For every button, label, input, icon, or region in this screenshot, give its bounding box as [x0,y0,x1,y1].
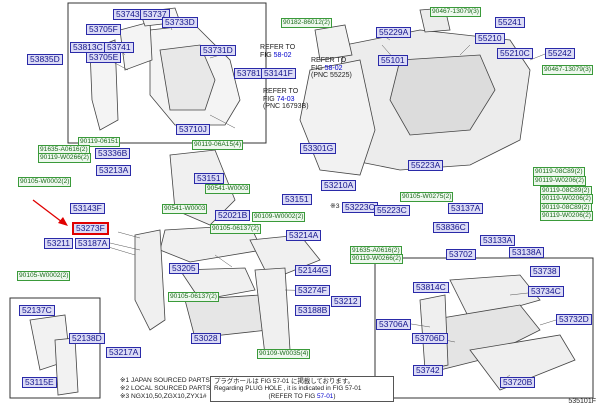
callout-53213a[interactable]: 53213A [96,165,132,176]
callout-53212[interactable]: 53212 [331,296,361,307]
callout-53720b[interactable]: 53720B [500,377,536,388]
hw-90541-w0003-b[interactable]: 90541-W0003 [162,204,208,214]
callout-53143f[interactable]: 53143F [70,203,105,214]
callout-53214a[interactable]: 53214A [286,230,322,241]
note-japan-sourced: ※1 JAPAN SOURCED PARTS [120,377,210,384]
hw-90105-w0002-a[interactable]: 90105-W0002(2) [18,177,72,187]
callout-53738[interactable]: 53738 [530,266,560,277]
fig-link-58-02-a[interactable]: 58-02 [273,51,292,59]
callout-55241[interactable]: 55241 [495,17,525,28]
plug-hole-note-jp: プラグホールは FIG 57-01 に掲載しております。 [214,378,354,385]
plug-hole-ref: (REFER TO FIG 57-01) [268,392,336,400]
callout-55229a[interactable]: 55229A [376,27,412,38]
callout-55210c[interactable]: 55210C [497,48,533,59]
bracket-parts [29,314,79,396]
fig-link-57-01[interactable]: 57-01 [316,392,334,400]
hw-90119-w0206-c[interactable]: 90119-W0206(2) [540,211,593,221]
callout-53737[interactable]: 53737 [140,9,170,20]
callout-53133a[interactable]: 53133A [480,235,516,246]
callout-53151-a[interactable]: 53151 [194,173,224,184]
callout-53706a[interactable]: 53706A [376,319,412,330]
callout-55210[interactable]: 55210 [475,33,505,44]
callout-53835d[interactable]: 53835D [27,54,63,65]
refer-to-58-02-b: REFER TO FIG 58-02 (PNC 55225) [311,57,352,80]
refer-to-74-03: REFER TO FIG 74-03 (PNC 16793B) [263,88,309,111]
callout-53301g[interactable]: 53301G [300,143,337,154]
callout-53187a[interactable]: 53187A [75,238,111,249]
callout-53274f[interactable]: 53274F [295,285,330,296]
hw-90119-06a15[interactable]: 90119-06A15(4) [192,140,244,150]
figure-number: 535101F [568,398,596,405]
fig-link-74-03[interactable]: 74-03 [276,95,295,103]
callout-53705e[interactable]: 53705E [86,52,122,63]
callout-55242[interactable]: 55242 [545,48,575,59]
callout-52144g[interactable]: 52144G [295,265,332,276]
callout-53188b[interactable]: 53188B [295,305,331,316]
fig-link-58-02-b[interactable]: 58-02 [324,64,343,72]
note-local-sourced: ※2 LOCAL SOURCED PARTS [120,385,211,392]
callout-53137a[interactable]: 53137A [448,203,484,214]
mark-3-label: ※3 [330,203,340,210]
callout-53732d[interactable]: 53732D [556,314,592,325]
hw-90105-w0002-c[interactable]: 90105-W0002(2) [17,271,71,281]
callout-53705f[interactable]: 53705F [86,24,121,35]
sourcing-notes: ※1 JAPAN SOURCED PARTS ※2 LOCAL SOURCED … [120,377,210,401]
callout-53210a[interactable]: 53210A [321,180,357,191]
callout-52138d[interactable]: 52138D [69,333,105,344]
callout-53141f[interactable]: 53141F [261,68,296,79]
callout-53702[interactable]: 53702 [446,249,476,260]
plug-hole-note-en: Regarding PLUG HOLE , it is indicated in… [214,385,362,393]
hw-90467-13079-a[interactable]: 90467-13079(3) [430,7,481,17]
callout-53205[interactable]: 53205 [169,263,199,274]
note-models: ※3 NGX10,50,ZGX10,ZYX1# [120,393,207,400]
bottom-left-frame [9,297,101,399]
callout-53706d[interactable]: 53706D [412,333,448,344]
callout-53115e[interactable]: 53115E [22,377,57,388]
callout-53028[interactable]: 53028 [191,333,221,344]
hw-90109-w0002-b[interactable]: 90109-W0002(2) [252,212,306,222]
callout-53138a[interactable]: 53138A [509,247,545,258]
hw-90119-w0266-b[interactable]: 90119-W0266(2) [350,254,403,264]
hw-90119-w0266-a[interactable]: 90119-W0266(2) [38,153,91,163]
red-pointer-arrow [32,199,68,226]
callout-53151-b[interactable]: 53151 [282,194,312,205]
callout-53710j[interactable]: 53710J [176,124,210,135]
middle-structure [134,149,321,356]
callout-53743[interactable]: 53743 [113,9,143,20]
callout-53781[interactable]: 53781 [234,68,264,79]
callout-53336b[interactable]: 53336B [95,148,131,159]
hw-90109-w0035[interactable]: 90109-W0035(4) [257,349,311,359]
hw-90119-06151[interactable]: 90119-06151 [78,137,121,147]
hw-90105-w0275[interactable]: 90105-W0275(2) [400,192,454,202]
callout-53836c[interactable]: 53836C [433,222,469,233]
bottom-right-frame [374,257,594,399]
plug-hole-note: プラグホールは FIG 57-01 に掲載しております。 Regarding P… [210,376,394,403]
callout-52021b[interactable]: 52021B [215,210,251,221]
callout-52137c[interactable]: 52137C [19,305,55,316]
callout-53217a[interactable]: 53217A [106,347,142,358]
callout-55223c[interactable]: 55223C [374,205,410,216]
refer-to-58-02-a: REFER TO FIG 58-02 [260,44,296,59]
hw-90119-w0206-a[interactable]: 90119-W0206(2) [533,176,586,186]
callout-53731d[interactable]: 53731D [200,45,236,56]
callout-53733d[interactable]: 53733D [162,17,198,28]
callout-53211[interactable]: 53211 [44,238,74,249]
hw-90541-w0003-a[interactable]: 90541-W0003 [205,184,251,194]
callout-55101[interactable]: 55101 [378,55,408,66]
hw-90182-86012[interactable]: 90182-86012(2) [281,18,332,28]
callout-55223a[interactable]: 55223A [408,160,444,171]
front-side-member [419,274,576,391]
hw-90105-06137-a[interactable]: 90105-06137(2) [210,224,261,234]
callout-53742[interactable]: 53742 [413,365,443,376]
callout-53734c[interactable]: 53734C [528,286,564,297]
hw-90467-13079-b[interactable]: 90467-13079(3) [542,65,593,75]
callout-53814c[interactable]: 53814C [413,282,449,293]
hw-90105-06137-b[interactable]: 90105-06137(2) [168,292,219,302]
callout-53273f-highlighted[interactable]: 53273F [72,222,109,235]
callout-53223c[interactable]: 53223C [342,202,378,213]
